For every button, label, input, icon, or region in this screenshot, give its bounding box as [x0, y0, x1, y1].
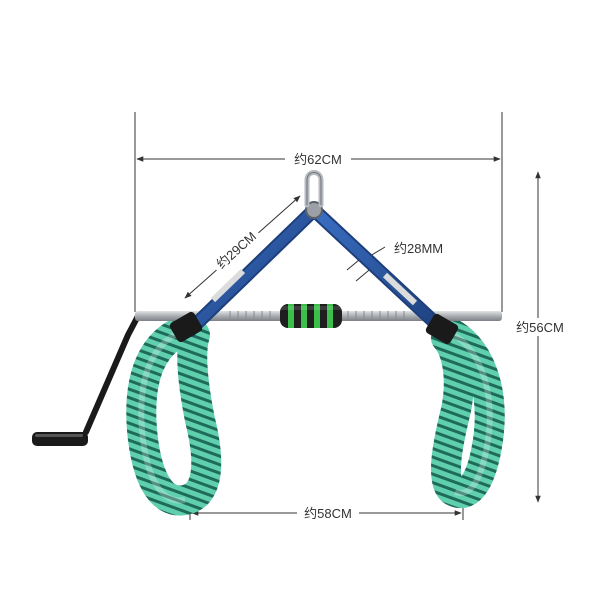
top-width-label: 约62CM: [294, 152, 342, 167]
left-arm: [183, 203, 321, 337]
bottom-width-label: 约58CM: [304, 506, 352, 521]
right-arm: [307, 203, 452, 339]
left-end-cap: [169, 311, 203, 343]
height-label: 约56CM: [516, 320, 564, 335]
arm-diameter-label: 约28MM: [394, 241, 443, 256]
foam-grip: [280, 304, 342, 328]
right-end-cap: [425, 313, 459, 345]
crank-handle-icon: [32, 313, 141, 446]
rod-threads: [229, 311, 405, 321]
right-spiral-hose: [430, 315, 505, 508]
left-spiral-hose: [126, 313, 222, 516]
product-illustration: [32, 170, 505, 516]
shackle-icon: [304, 170, 324, 219]
